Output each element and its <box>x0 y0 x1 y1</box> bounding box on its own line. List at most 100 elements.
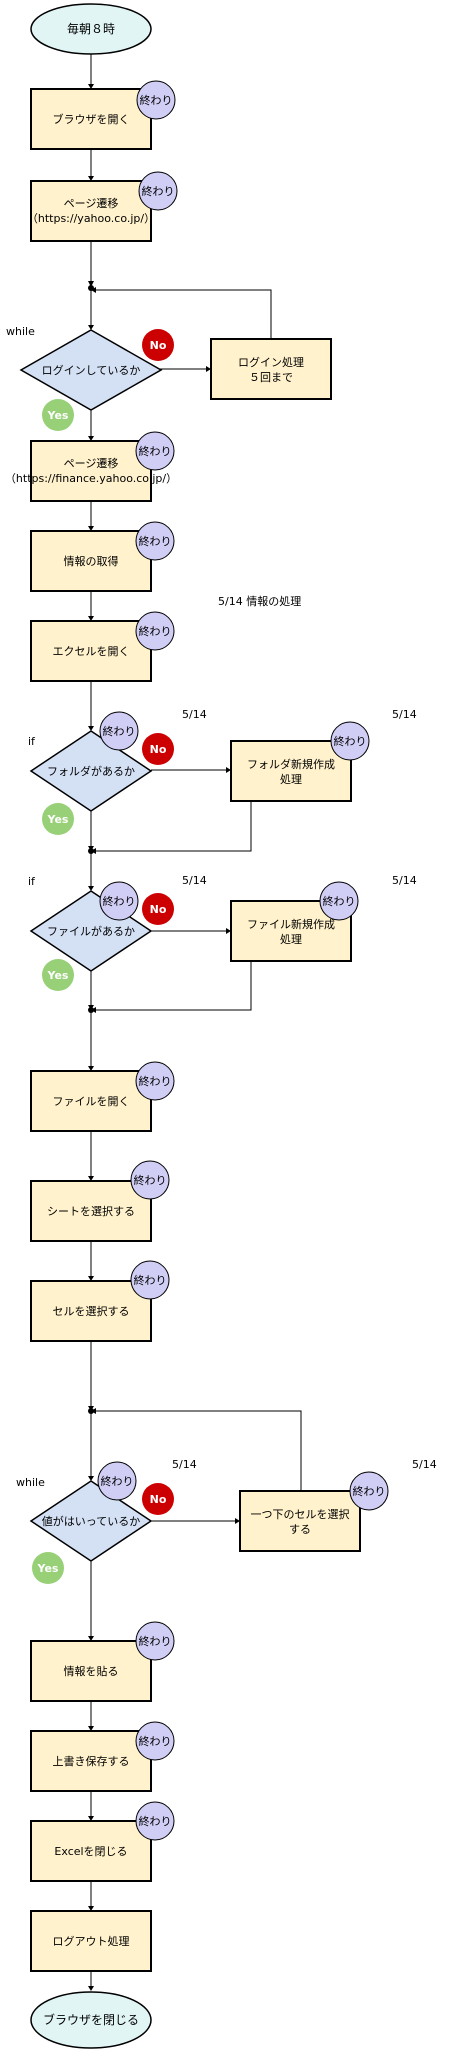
arrowhead <box>88 1906 94 1911</box>
step-select-cell[interactable]: セルを選択する <box>30 1280 152 1342</box>
step-select-sheet[interactable]: シートを選択する <box>30 1180 152 1242</box>
date-label: 5/14 <box>392 708 417 721</box>
no-badge: No <box>142 329 174 361</box>
decision-label: 値がはいっているか <box>42 1514 140 1528</box>
step-label: エクセルを開く <box>53 645 130 658</box>
yes-badge: Yes <box>42 959 74 991</box>
done-badge-label: 終わり <box>134 1173 167 1187</box>
edge-login-loop <box>94 289 272 339</box>
done-badge-label: 終わり <box>103 894 136 908</box>
no-badge: No <box>142 893 174 925</box>
done-badge[interactable]: 終わり <box>136 80 176 120</box>
no-badge-label: No <box>150 903 167 916</box>
step-url: （https://yahoo.co.jp/） <box>27 212 155 225</box>
done-badge[interactable]: 終わり <box>135 431 175 471</box>
done-badge[interactable]: 終わり <box>135 521 175 561</box>
arrowhead <box>88 1176 94 1181</box>
no-badge-label: No <box>150 743 167 756</box>
step-label: 一つ下のセルを選択 <box>251 1507 350 1521</box>
arrowhead <box>88 726 94 731</box>
date-label: 5/14 <box>182 874 207 887</box>
done-badge[interactable]: 終わり <box>130 1260 170 1300</box>
step-sublabel: する <box>289 1523 311 1536</box>
step-folder-create[interactable]: フォルダ新規作成 処理 <box>230 740 352 802</box>
done-badge[interactable]: 終わり <box>138 171 178 211</box>
decision-label: フォルダがあるか <box>47 764 135 778</box>
step-login-process[interactable]: ログイン処理 ５回まで <box>210 338 332 400</box>
arrowhead <box>88 616 94 621</box>
done-badge[interactable]: 終わり <box>130 1160 170 1200</box>
no-badge-label: No <box>150 339 167 352</box>
step-open-excel[interactable]: エクセルを開く <box>30 620 152 682</box>
step-label: フォルダ新規作成 <box>247 757 335 771</box>
done-badge[interactable]: 終わり <box>135 1801 175 1841</box>
done-badge[interactable]: 終わり <box>349 1471 389 1511</box>
end-label: ブラウザを閉じる <box>43 2012 139 2027</box>
step-label: ファイルを開く <box>53 1095 130 1108</box>
arrowhead <box>88 1816 94 1821</box>
if-label: if <box>28 875 36 888</box>
step-next-cell[interactable]: 一つ下のセルを選択 する <box>239 1490 361 1552</box>
if-label: if <box>28 735 36 748</box>
done-badge[interactable]: 終わり <box>99 711 139 751</box>
step-paste-info[interactable]: 情報を貼る <box>30 1640 152 1702</box>
decision-label: ログインしているか <box>42 363 141 377</box>
edges <box>88 54 302 1991</box>
step-save[interactable]: 上書き保存する <box>30 1730 152 1792</box>
step-open-file[interactable]: ファイルを開く <box>30 1070 152 1132</box>
done-badge[interactable]: 終わり <box>319 881 359 921</box>
end-terminal[interactable]: ブラウザを閉じる <box>30 1991 152 2049</box>
step-sublabel: 処理 <box>280 773 302 786</box>
step-label: セルを選択する <box>53 1304 130 1318</box>
step-goto-yahoo[interactable]: ページ遷移 （https://yahoo.co.jp/） <box>27 180 155 242</box>
done-badge-label: 終わり <box>134 1273 167 1287</box>
step-label: ログイン処理 <box>238 355 304 369</box>
arrowhead <box>88 526 94 531</box>
step-label: 上書き保存する <box>53 1754 130 1768</box>
decision-label: ファイルがあるか <box>47 924 135 938</box>
step-label: ページ遷移 <box>64 457 119 470</box>
arrowhead <box>88 1986 94 1991</box>
yes-badge: Yes <box>42 803 74 835</box>
step-close-excel[interactable]: Excelを閉じる <box>30 1820 152 1882</box>
date-label: 5/14 <box>392 874 417 887</box>
arrowhead <box>88 436 94 441</box>
step-get-info[interactable]: 情報の取得 <box>30 530 152 592</box>
done-badge[interactable]: 終わり <box>135 1721 175 1761</box>
step-label: シートを選択する <box>47 1204 135 1218</box>
no-badge: No <box>142 733 174 765</box>
done-badge-label: 終わり <box>139 1074 172 1088</box>
done-badge[interactable]: 終わり <box>135 1621 175 1661</box>
date-label: 5/14 <box>412 1458 437 1471</box>
step-open-browser[interactable]: ブラウザを開く <box>30 88 152 150</box>
decision-value[interactable]: 値がはいっているか <box>29 1480 153 1562</box>
step-label: Excelを閉じる <box>54 1845 127 1858</box>
edge-value-loop <box>94 1410 302 1491</box>
decision-login[interactable]: ログインしているか <box>19 329 163 411</box>
done-badge-label: 終わり <box>323 894 356 908</box>
step-label: ファイル新規作成 <box>247 917 335 931</box>
decision-folder[interactable]: フォルダがあるか <box>29 730 153 812</box>
done-badge-label: 終わり <box>103 724 136 738</box>
step-logout[interactable]: ログアウト処理 <box>30 1910 152 1972</box>
done-badge-label: 終わり <box>139 534 172 548</box>
yes-badge-label: Yes <box>47 409 69 422</box>
done-badge[interactable]: 終わり <box>135 611 175 651</box>
done-badge[interactable]: 終わり <box>99 881 139 921</box>
arrowhead <box>235 1518 240 1524</box>
info-note: 5/14 情報の処理 <box>218 595 301 608</box>
done-badge[interactable]: 終わり <box>97 1461 137 1501</box>
merge-dot <box>88 1007 94 1013</box>
merge-dot <box>88 1408 94 1414</box>
done-badge-label: 終わり <box>139 1734 172 1748</box>
done-badge-label: 終わり <box>139 444 172 458</box>
done-badges: 終わり 終わり 終わり 終わり 終わり 終わり 終わり 終わり 終わり 終わり … <box>97 80 389 1841</box>
no-badge-label: No <box>150 1493 167 1506</box>
done-badge[interactable]: 終わり <box>135 1061 175 1101</box>
done-badge[interactable]: 終わり <box>330 721 370 761</box>
step-goto-finance[interactable]: ページ遷移 （https://finance.yahoo.co.jp/） <box>5 440 177 502</box>
start-terminal[interactable]: 毎朝８時 <box>30 3 152 55</box>
edge-folder-back <box>94 801 252 852</box>
done-badge-label: 終わり <box>142 184 175 198</box>
